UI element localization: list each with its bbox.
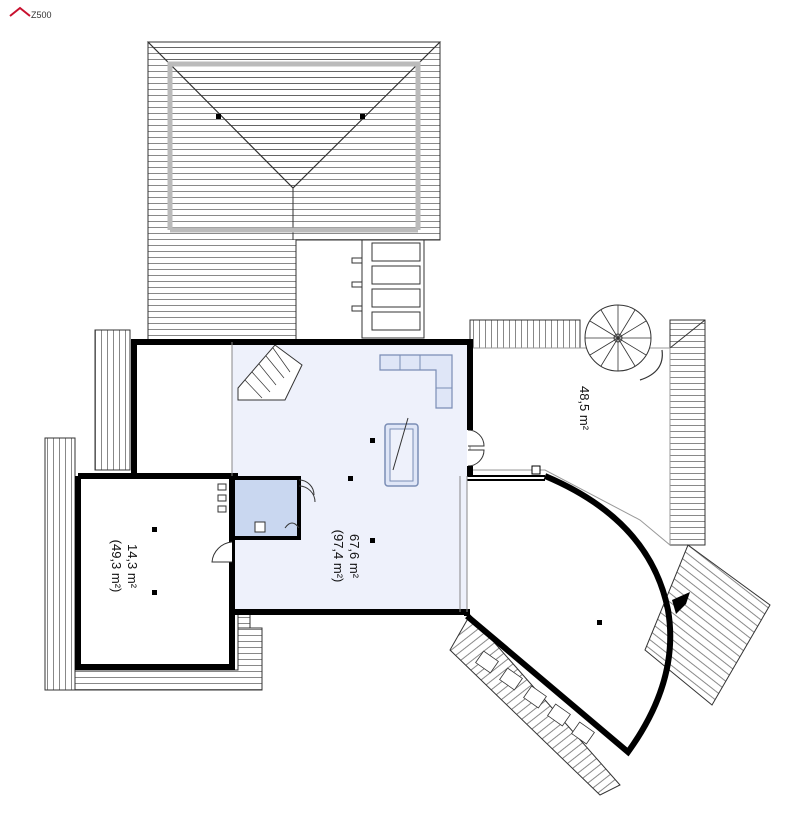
pergola <box>351 239 425 339</box>
partitions <box>231 342 468 612</box>
left-room-area-label: 14,3 m² <box>125 544 140 589</box>
toilet-icon <box>254 521 266 533</box>
left-room-door <box>152 479 315 595</box>
terrace-door <box>467 429 485 467</box>
room-labels: 67,6 m² (97,4 m²) 14,3 m² (49,3 m²) <box>109 530 362 593</box>
walls <box>75 339 674 757</box>
terrace: 48,5 m² <box>469 304 671 547</box>
logo-text: Z500 <box>31 10 52 20</box>
sofa <box>379 354 453 409</box>
chimney-marker <box>672 592 690 614</box>
roof-marker <box>360 114 365 119</box>
pool-cue-icon <box>392 417 409 471</box>
left-roofs <box>44 329 263 691</box>
main-area-label: 67,6 m² <box>347 534 362 579</box>
logo-roof-icon <box>9 6 31 17</box>
bathroom-door-icon <box>298 485 316 503</box>
interior-staircase <box>237 344 303 401</box>
spiral-staircase <box>584 304 663 381</box>
upper-roof <box>146 41 442 341</box>
left-room-total-label: (49,3 m²) <box>109 540 124 593</box>
terrace-area-label: 48,5 m² <box>577 386 592 431</box>
logo: Z500 <box>9 6 52 20</box>
bathroom <box>217 476 316 540</box>
pool-table <box>348 417 419 543</box>
right-roofs <box>449 319 771 796</box>
sink-icon <box>284 522 300 529</box>
roof-marker <box>216 114 221 119</box>
curved-room <box>531 465 690 625</box>
main-area-total-label: (97,4 m²) <box>331 530 346 583</box>
